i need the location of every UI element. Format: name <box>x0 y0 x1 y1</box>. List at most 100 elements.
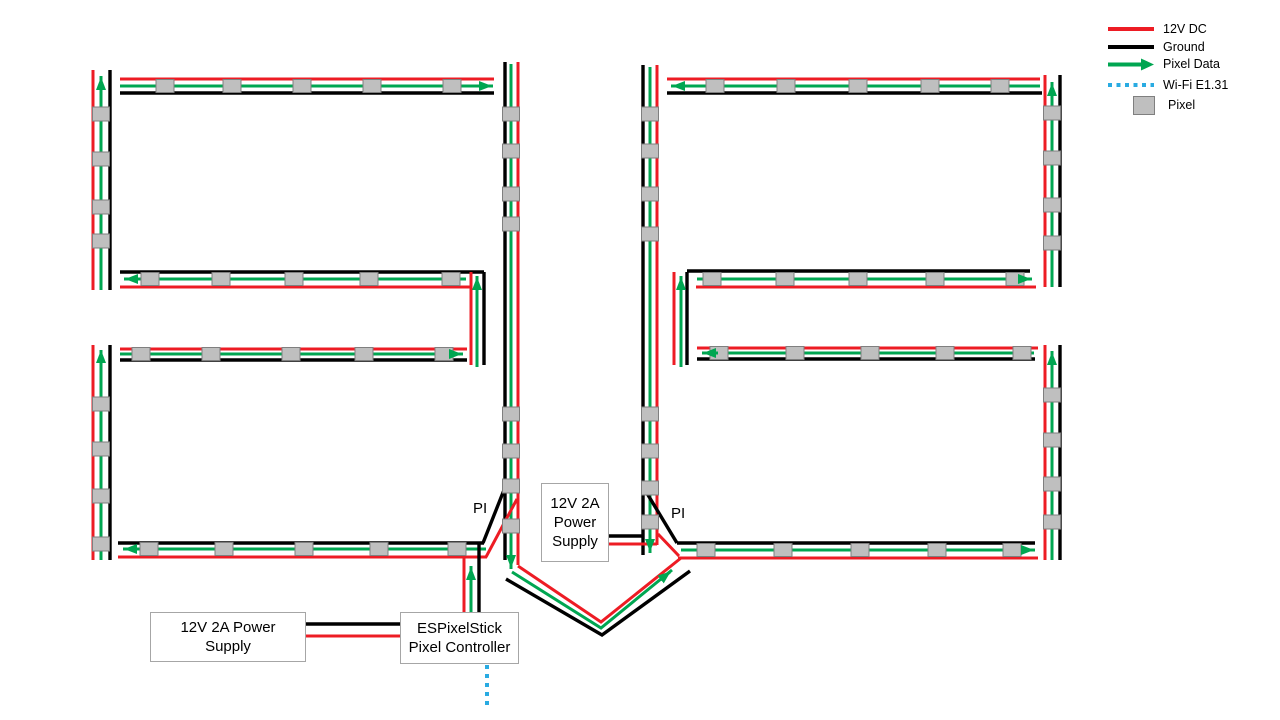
pixel <box>502 186 520 202</box>
pixel <box>139 542 159 556</box>
wire-k <box>505 569 691 638</box>
pixel <box>935 346 955 360</box>
legend-label-ground: Ground <box>1163 40 1205 54</box>
pixel-controller-box: ESPixelStick Pixel Controller <box>400 612 519 664</box>
pixel <box>281 347 301 361</box>
pixel <box>201 347 221 361</box>
pixel <box>447 542 467 556</box>
pixel <box>925 272 945 286</box>
pixel <box>1043 235 1061 251</box>
pixel <box>354 347 374 361</box>
pixel <box>502 406 520 422</box>
pixel-data-arrow <box>657 570 671 584</box>
pixel <box>214 542 234 556</box>
wire-g <box>511 568 673 630</box>
center-power-supply-box: 12V 2A Power Supply <box>541 483 609 562</box>
pixel <box>92 106 110 122</box>
pixel <box>641 406 659 422</box>
pixel <box>1043 105 1061 121</box>
pixel <box>785 346 805 360</box>
pixel <box>502 106 520 122</box>
pixel <box>502 143 520 159</box>
pixel <box>362 79 382 93</box>
legend-item-ground: Ground <box>1108 40 1205 54</box>
pixel <box>155 79 175 93</box>
12v-dc-line-swatch <box>1108 27 1154 31</box>
pixel <box>848 79 868 93</box>
legend-item-pixel-data: Pixel Data <box>1108 57 1220 71</box>
pixel <box>294 542 314 556</box>
pixel <box>502 478 520 494</box>
pixel <box>369 542 389 556</box>
pixel <box>775 272 795 286</box>
wire-r <box>517 556 682 624</box>
pixel <box>920 79 940 93</box>
left-power-supply-box: 12V 2A Power Supply <box>150 612 306 662</box>
legend-label-wifi: Wi-Fi E1.31 <box>1163 78 1229 92</box>
pixel <box>641 226 659 242</box>
pixel <box>92 233 110 249</box>
legend-item-pixel: Pixel <box>1108 95 1196 115</box>
wifi-dotted-swatch <box>1108 83 1154 87</box>
pixel <box>502 216 520 232</box>
pixel <box>641 106 659 122</box>
pixel <box>92 151 110 167</box>
left-power-supply-line1: 12V 2A Power <box>180 619 276 636</box>
pixel <box>1043 432 1061 448</box>
pixel <box>776 79 796 93</box>
pixel <box>502 443 520 459</box>
pixel <box>211 272 231 286</box>
pixel <box>441 272 461 286</box>
pixel <box>92 536 110 552</box>
pixel <box>696 543 716 557</box>
right-power-injection-label: PI <box>671 505 686 522</box>
legend-item-wifi: Wi-Fi E1.31 <box>1108 78 1228 92</box>
pixel-controller-line1: ESPixelStick <box>416 620 503 637</box>
pixel <box>641 480 659 496</box>
legend-label-pixel-data: Pixel Data <box>1163 57 1220 71</box>
pixel <box>131 347 151 361</box>
pixel <box>1043 387 1061 403</box>
pixel <box>641 143 659 159</box>
legend-item-12v-dc: 12V DC <box>1108 22 1207 36</box>
legend: 12V DC Ground Pixel Data Wi-Fi E1.31 Pix… <box>1108 0 1278 120</box>
pixel-square-swatch <box>1133 95 1155 115</box>
pixel <box>927 543 947 557</box>
pixel <box>702 272 722 286</box>
pixel <box>860 346 880 360</box>
pixel <box>990 79 1010 93</box>
center-power-supply-line3: Supply <box>552 533 598 550</box>
pixel <box>359 272 379 286</box>
wire-k <box>643 489 679 544</box>
ground-line-swatch <box>1108 45 1154 49</box>
pixel <box>848 272 868 286</box>
pixel <box>292 79 312 93</box>
pixel <box>773 543 793 557</box>
pixel <box>1043 197 1061 213</box>
pixel <box>140 272 160 286</box>
pixel <box>705 79 725 93</box>
pixel <box>1002 543 1022 557</box>
pixel <box>1012 346 1032 360</box>
center-power-supply-line1: 12V 2A <box>550 495 600 512</box>
legend-label-pixel: Pixel <box>1168 98 1196 112</box>
pixel <box>850 543 870 557</box>
pixel <box>92 396 110 412</box>
pixel-controller-line2: Pixel Controller <box>408 639 511 656</box>
pixel <box>1043 514 1061 530</box>
pixel <box>1043 476 1061 492</box>
pixel <box>284 272 304 286</box>
legend-label-12v-dc: 12V DC <box>1163 22 1207 36</box>
pixel <box>92 441 110 457</box>
left-power-supply-line2: Supply <box>205 638 251 655</box>
pixel <box>1043 150 1061 166</box>
wire-r <box>484 498 519 558</box>
pixel <box>442 79 462 93</box>
center-power-supply-line2: Power <box>553 514 597 531</box>
pixel <box>222 79 242 93</box>
pixel <box>641 443 659 459</box>
pixel <box>641 514 659 530</box>
pixel <box>92 199 110 215</box>
